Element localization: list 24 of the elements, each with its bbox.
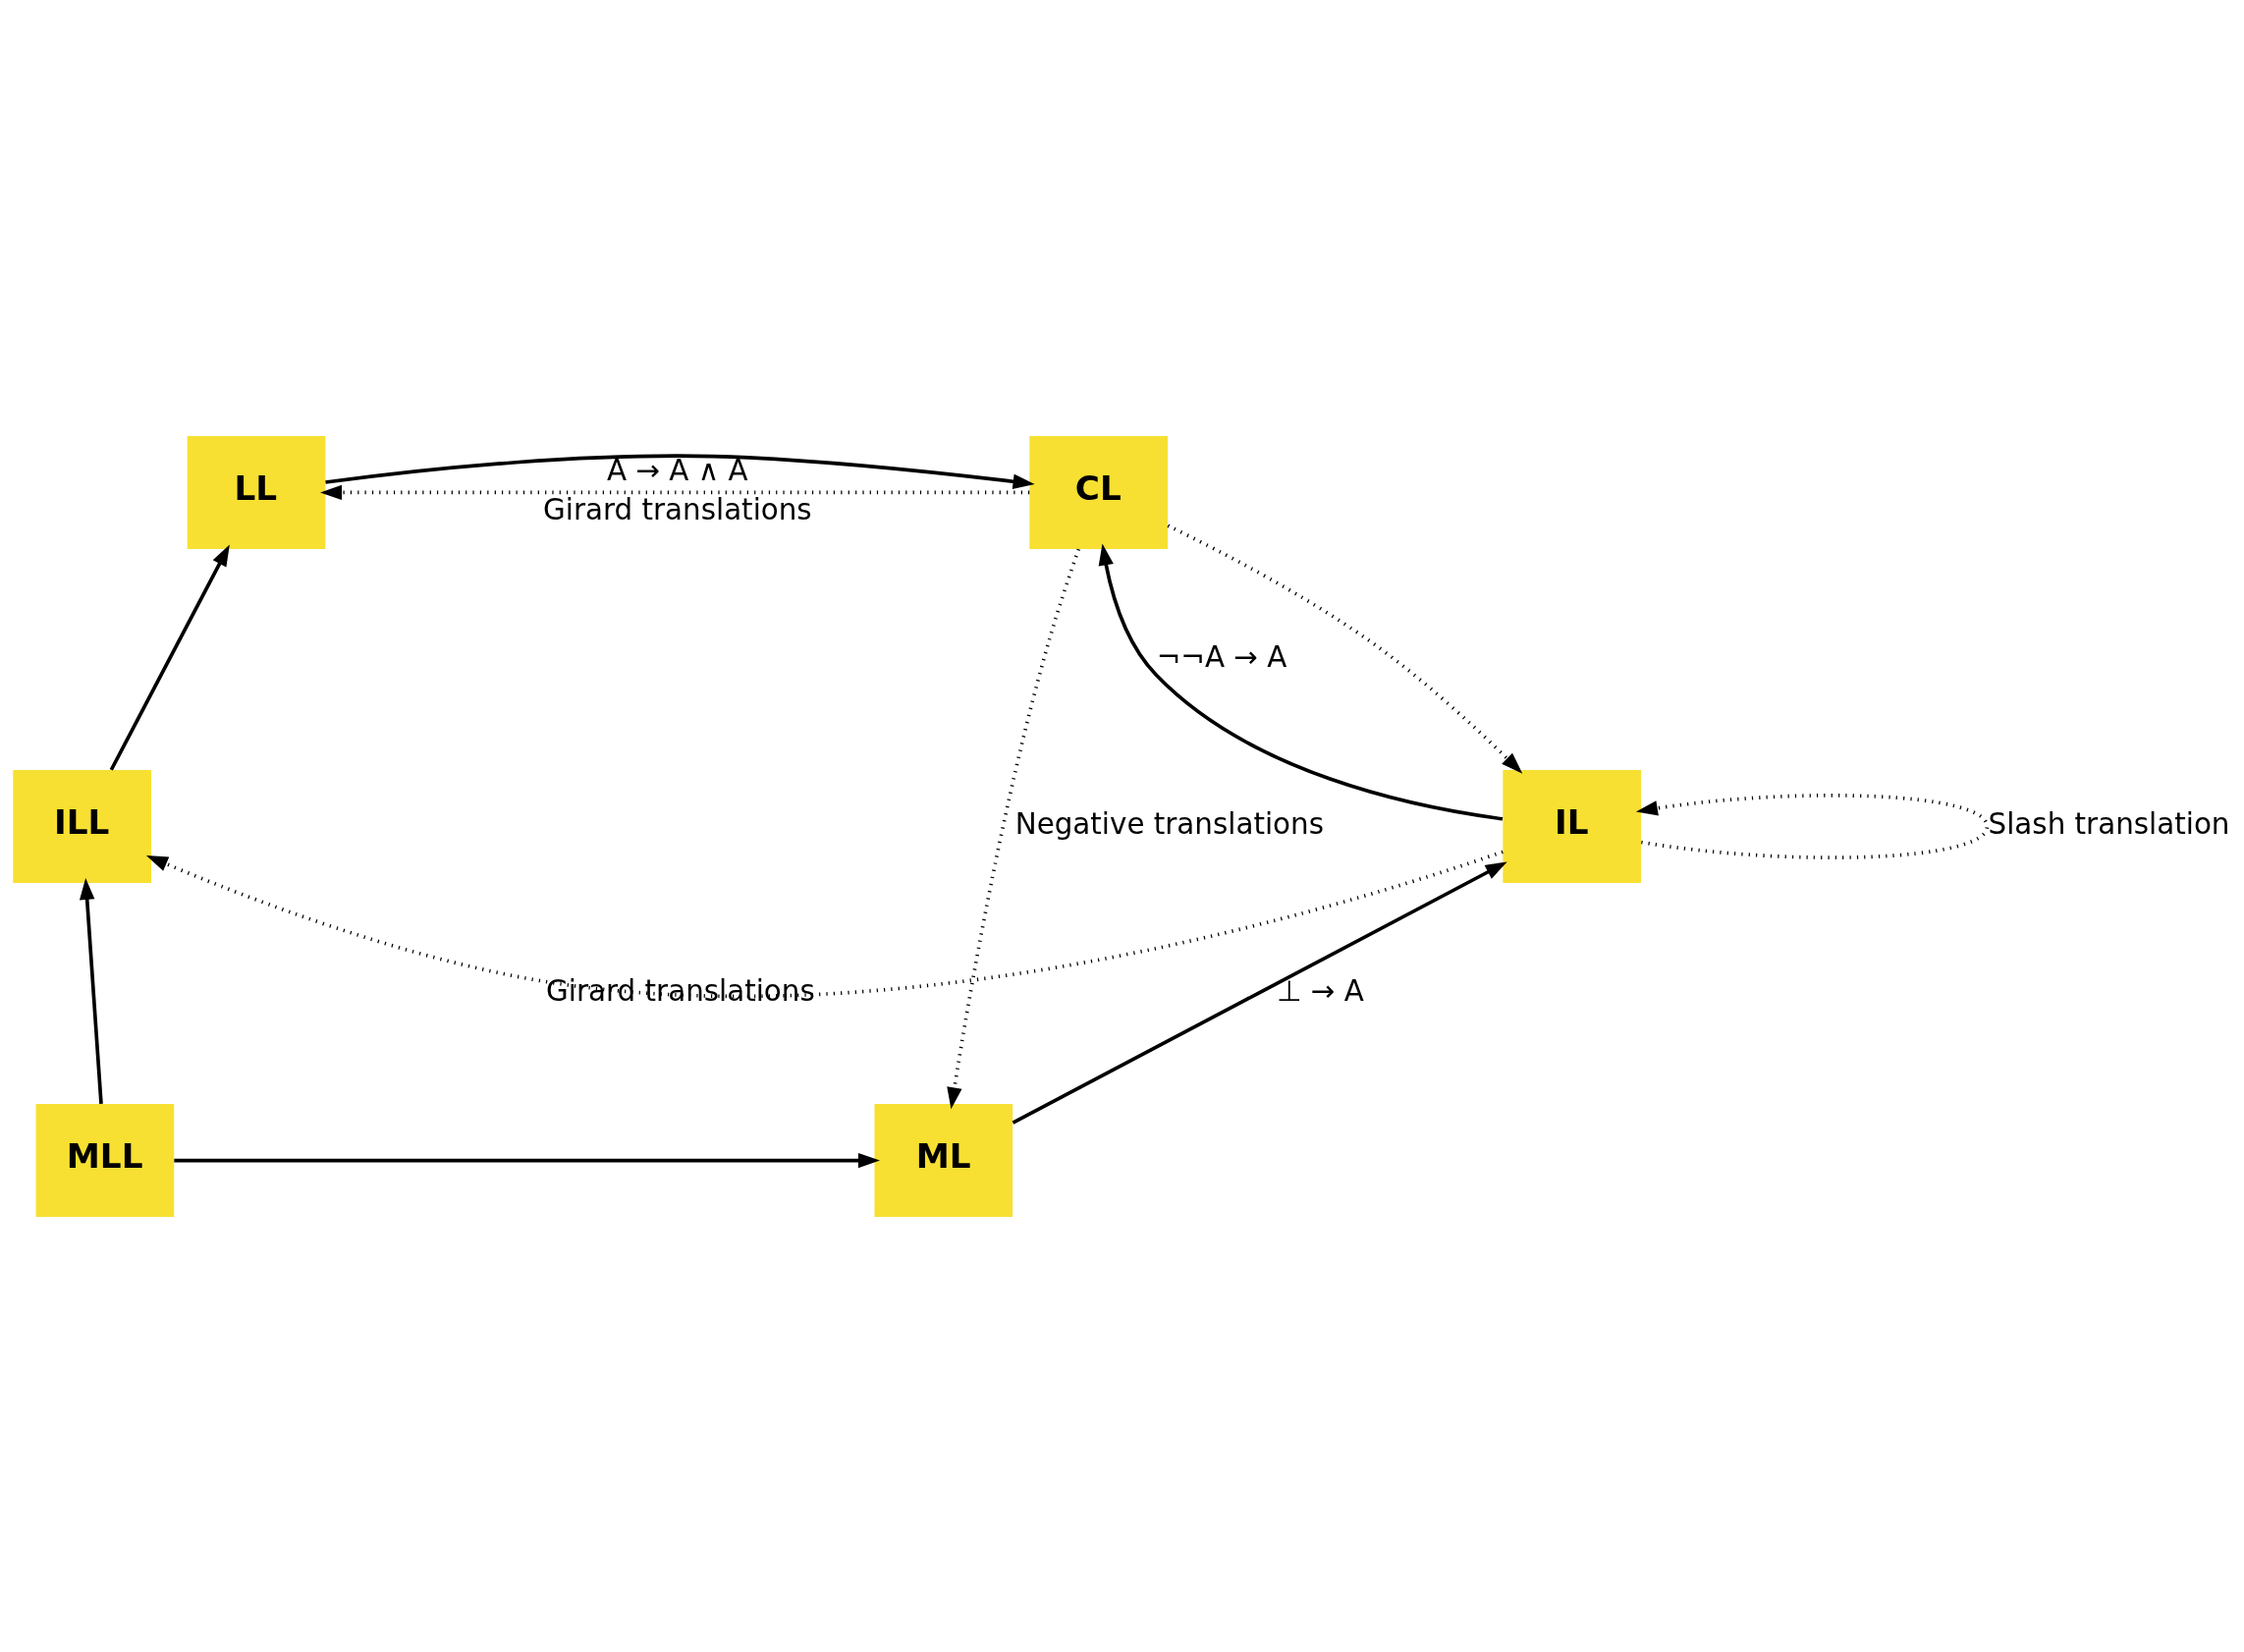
edge-label: Girard translations: [543, 492, 812, 526]
arrow: [320, 484, 1030, 500]
arrow: [947, 548, 1080, 1109]
arrow: [145, 850, 1504, 998]
arrow: [109, 543, 230, 771]
arrow: [174, 1152, 880, 1168]
arrow: [79, 877, 103, 1104]
arrow: [1012, 861, 1507, 1125]
edge-label: Girard translations: [546, 973, 815, 1008]
arrow: [1167, 523, 1523, 774]
arrow: [1635, 793, 1990, 859]
node-box: ML: [874, 1103, 1013, 1217]
arrow: [1098, 543, 1504, 821]
node-box: IL: [1503, 769, 1641, 883]
arrow: [325, 453, 1035, 489]
node-box: ILL: [13, 769, 151, 883]
node-box: CL: [1029, 435, 1168, 549]
node-box: MLL: [35, 1103, 175, 1217]
edge-label: Slash translation: [1988, 806, 2230, 841]
edge-label: A → A ∧ A: [607, 453, 748, 487]
edge-label: Negative translations: [1014, 806, 1324, 841]
edge-label: ¬¬A → A: [1156, 639, 1287, 674]
node-box: LL: [187, 435, 326, 549]
edge-label: ⊥ → A: [1276, 973, 1364, 1008]
